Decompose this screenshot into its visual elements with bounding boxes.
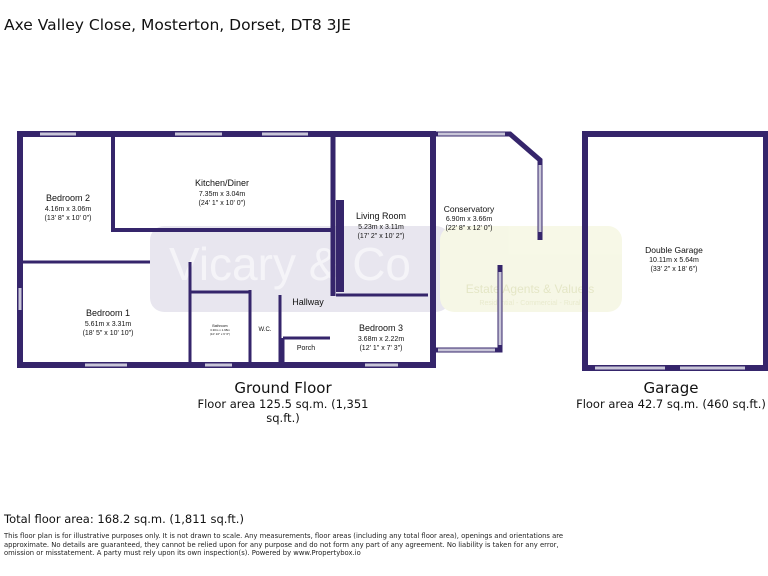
room-size: 4.16m x 3.06m bbox=[45, 206, 91, 213]
room-size: 5.61m x 3.31m bbox=[85, 321, 131, 328]
room-name: W.C. bbox=[259, 327, 272, 333]
floor-name: Garage bbox=[643, 379, 699, 397]
windows bbox=[18, 132, 745, 370]
total-floor-area: Total floor area: 168.2 sq.m. (1,811 sq.… bbox=[4, 512, 244, 526]
room-name: Bedroom 1 bbox=[86, 308, 130, 318]
garage-summary: Garage Floor area 42.7 sq.m. (460 sq.ft.… bbox=[571, 379, 768, 411]
room-size: 10.11m x 5.64m bbox=[649, 257, 699, 264]
ground-floor-summary: Ground Floor Floor area 125.5 sq.m. (1,3… bbox=[183, 379, 383, 425]
room-size: 6.90m x 3.66m bbox=[446, 216, 492, 223]
room-name: Bedroom 3 bbox=[359, 323, 403, 333]
room-name: Double Garage bbox=[645, 245, 703, 255]
room-name: Bedroom 2 bbox=[46, 193, 90, 203]
room-size: (13' 8" x 10' 0") bbox=[45, 215, 92, 222]
room-size: (22' 8" x 12' 0") bbox=[446, 225, 493, 232]
property-address: Axe Valley Close, Mosterton, Dorset, DT8… bbox=[4, 16, 351, 34]
disclaimer: This floor plan is for illustrative purp… bbox=[4, 532, 564, 558]
room-size: (18' 5" x 10' 10") bbox=[83, 330, 134, 337]
room-name: Hallway bbox=[292, 297, 324, 307]
room-size: (33' 2" x 18' 6") bbox=[651, 266, 698, 273]
watermark-brand: Vicary & Co bbox=[169, 238, 411, 290]
room-size: (10' 10" x 6' 6") bbox=[210, 332, 230, 336]
floor-area: Floor area 125.5 sq.m. (1,351 sq.ft.) bbox=[197, 397, 369, 425]
room-size: 7.35m x 3.04m bbox=[199, 191, 245, 198]
floor-name: Ground Floor bbox=[234, 379, 332, 397]
watermark-tagline: Estate Agents & Valuers bbox=[466, 282, 595, 296]
room-name: Bathroom bbox=[212, 324, 227, 328]
floor-area: Floor area 42.7 sq.m. (460 sq.ft.) bbox=[576, 397, 766, 411]
room-size: 3.68m x 2.22m bbox=[358, 336, 404, 343]
room-name: Porch bbox=[297, 345, 315, 352]
room-size: 3.30m x 1.98m bbox=[210, 328, 230, 332]
watermark: Vicary & Co Estate Agents & Valuers Resi… bbox=[150, 226, 622, 312]
room-size: (12' 1" x 7' 3") bbox=[359, 345, 402, 352]
room-name: Conservatory bbox=[444, 204, 495, 214]
room-size: 5.23m x 3.11m bbox=[358, 224, 404, 231]
room-size: (17' 2" x 10' 2") bbox=[358, 233, 405, 240]
watermark-sub: Residential - Commercial - Rural bbox=[479, 300, 581, 307]
room-name: Living Room bbox=[356, 211, 406, 221]
room-size: (24' 1" x 10' 0") bbox=[199, 200, 246, 207]
room-name: Kitchen/Diner bbox=[195, 178, 249, 188]
room-labels: Bedroom 2 4.16m x 3.06m (13' 8" x 10' 0"… bbox=[45, 178, 704, 352]
